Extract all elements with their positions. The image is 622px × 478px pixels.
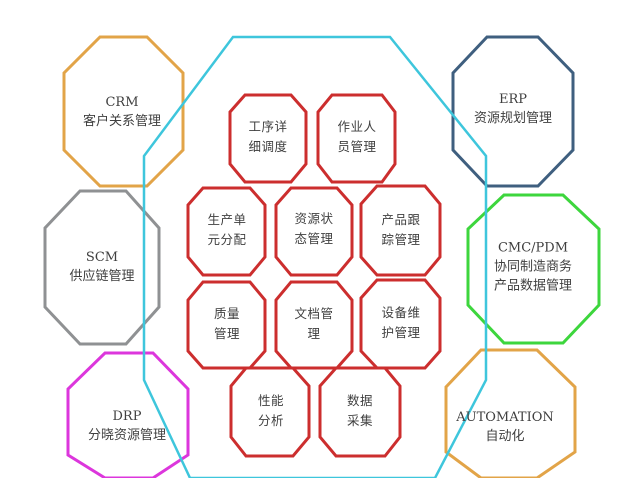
module-quality-line1: 质量 — [213, 306, 241, 321]
erp-subtitle: 资源规划管理 — [473, 111, 553, 126]
automation-label: AUTOMATION 自动化 — [456, 408, 554, 446]
module-equipment-label: 设备维 护管理 — [381, 303, 420, 343]
module-production-unit-line1: 生产单 — [207, 212, 247, 227]
automation-octagon — [444, 348, 577, 478]
scm-octagon — [43, 189, 161, 346]
erp-octagon — [451, 35, 575, 188]
module-production-unit-label: 生产单 元分配 — [207, 210, 246, 250]
cmc-octagon — [466, 193, 601, 345]
module-resource-status-line1: 资源状 — [294, 211, 334, 226]
cmc-label: CMC/PDM 协同制造商务 产品数据管理 — [494, 239, 572, 296]
cmc-subtitle: 协同制造商务 — [493, 259, 573, 275]
module-document-label: 文档管 理 — [294, 304, 333, 344]
module-personnel-line1: 作业人 — [337, 119, 377, 134]
module-personnel-octagon — [316, 93, 397, 184]
crm-label: CRM 客户关系管理 — [83, 93, 161, 131]
module-document-line2: 理 — [307, 326, 321, 341]
drp-octagon — [66, 351, 190, 478]
module-product-tracking-line1: 产品跟 — [381, 212, 421, 227]
module-resource-status-line2: 态管理 — [294, 231, 334, 246]
module-data-collection-line2: 采集 — [346, 413, 374, 428]
module-resource-status-label: 资源状 态管理 — [294, 209, 333, 249]
automation-subtitle: 自动化 — [485, 429, 525, 444]
module-performance-octagon — [229, 366, 311, 458]
module-personnel-line2: 员管理 — [337, 139, 377, 154]
crm-octagon — [62, 35, 185, 188]
module-performance-line1: 性能 — [257, 393, 285, 408]
module-product-tracking-octagon — [359, 184, 442, 277]
module-process-detail-octagon — [228, 93, 308, 184]
drp-subtitle: 分晓资源管理 — [87, 428, 167, 443]
scm-subtitle: 供应链管理 — [69, 269, 135, 284]
drp-title: DRP — [112, 409, 142, 424]
module-equipment-line2: 护管理 — [381, 325, 421, 340]
automation-title: AUTOMATION — [456, 410, 554, 425]
module-product-tracking-line2: 踪管理 — [381, 232, 421, 247]
module-quality-label: 质量 管理 — [214, 304, 240, 344]
erp-label: ERP 资源规划管理 — [474, 90, 552, 128]
module-document-line1: 文档管 — [294, 306, 334, 321]
module-data-collection-line1: 数据 — [346, 393, 374, 408]
module-production-unit-octagon — [186, 186, 267, 277]
module-performance-label: 性能 分析 — [258, 391, 284, 431]
module-quality-line2: 管理 — [213, 326, 241, 341]
drp-label: DRP 分晓资源管理 — [88, 407, 166, 445]
module-resource-status-octagon — [274, 186, 354, 277]
core-hexagon — [142, 35, 488, 478]
cmc-subtitle-2: 产品数据管理 — [493, 278, 573, 294]
module-data-collection-octagon — [318, 366, 402, 458]
scm-title: SCM — [85, 250, 119, 265]
erp-title: ERP — [498, 92, 528, 107]
crm-title: CRM — [105, 95, 139, 110]
module-personnel-label: 作业人 员管理 — [337, 117, 376, 157]
module-equipment-octagon — [359, 278, 442, 370]
module-performance-line2: 分析 — [257, 413, 285, 428]
scm-label: SCM 供应链管理 — [69, 248, 134, 286]
module-production-unit-line2: 元分配 — [207, 232, 247, 247]
module-process-detail-label: 工序详 细调度 — [248, 117, 287, 157]
cmc-title: CMC/PDM — [497, 240, 569, 256]
module-product-tracking-label: 产品跟 踪管理 — [381, 210, 420, 250]
module-equipment-line1: 设备维 — [381, 305, 421, 320]
module-process-detail-line2: 细调度 — [248, 139, 288, 154]
module-process-detail-line1: 工序详 — [248, 119, 288, 134]
crm-subtitle: 客户关系管理 — [82, 114, 162, 129]
module-data-collection-label: 数据 采集 — [347, 391, 373, 431]
